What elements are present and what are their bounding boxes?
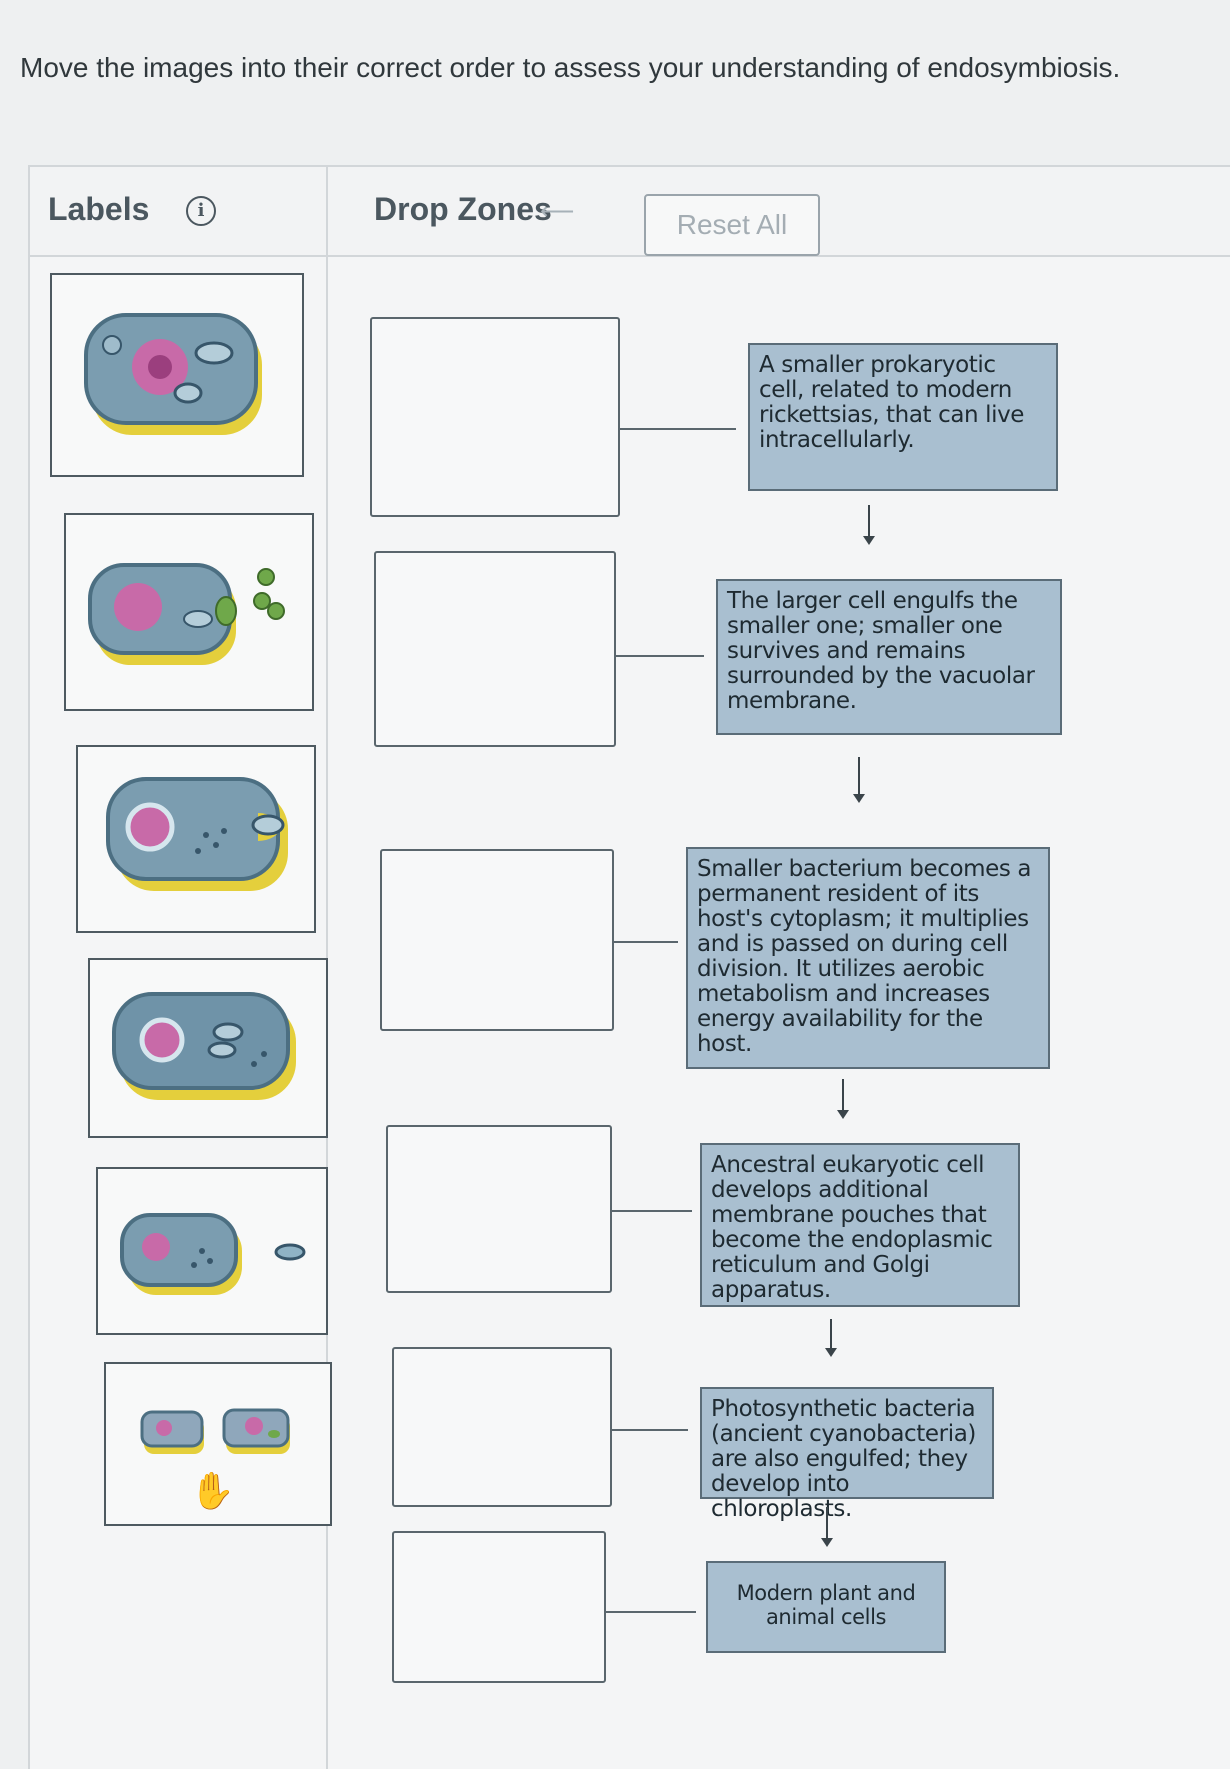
reset-all-button[interactable]: Reset All — [644, 194, 820, 256]
drop-zone-1[interactable] — [370, 317, 620, 517]
arrow-down-icon — [863, 505, 875, 545]
undo-icon[interactable]: ⟵ — [540, 198, 575, 225]
description-box-4: Ancestral eukaryotic cell develops addit… — [700, 1143, 1020, 1307]
connector-line-2 — [614, 655, 704, 657]
label-card-1[interactable] — [50, 273, 304, 477]
description-box-2: The larger cell engulfs the smaller one;… — [716, 579, 1062, 735]
arrow-down-icon — [821, 1507, 833, 1547]
cell-with-mitochondrion-and-vacuole-image — [84, 313, 262, 435]
drop-zones-column: Drop Zones ⟵ Reset All — [328, 167, 1230, 1769]
cell-engulfing-cyanobacteria-image — [88, 563, 285, 665]
connector-line-5 — [610, 1429, 688, 1431]
drop-zones-title: Drop Zones — [374, 191, 552, 227]
arrow-down-icon — [825, 1319, 837, 1357]
labels-title: Labels — [48, 191, 150, 227]
info-icon[interactable]: i — [186, 196, 216, 226]
label-card-2[interactable] — [64, 513, 314, 711]
labels-column: Labels i — [30, 167, 332, 1769]
two-modern-cells-image — [140, 1408, 290, 1454]
description-box-1: A smaller prokaryotic cell, related to m… — [748, 343, 1058, 491]
connector-line-3 — [612, 941, 678, 943]
activity-panel: Labels i — [28, 165, 1230, 1769]
label-card-4[interactable] — [88, 958, 328, 1138]
label-card-5[interactable] — [96, 1167, 328, 1335]
connector-line-6 — [604, 1611, 696, 1613]
description-box-6: Modern plant and animal cells — [706, 1561, 946, 1653]
drop-zone-4[interactable] — [386, 1125, 612, 1293]
drop-zone-5[interactable] — [392, 1347, 612, 1507]
description-box-3: Smaller bacterium becomes a permanent re… — [686, 847, 1050, 1069]
drop-zone-6[interactable] — [392, 1531, 606, 1683]
connector-line-1 — [618, 428, 736, 430]
label-card-3[interactable] — [76, 745, 316, 933]
drop-zones-header: Drop Zones ⟵ Reset All — [328, 167, 1230, 257]
arrow-down-icon — [837, 1079, 849, 1119]
arrow-down-icon — [853, 757, 865, 803]
labels-header: Labels i — [30, 167, 326, 257]
cell-with-free-bacterium-image — [120, 1213, 306, 1295]
cell-with-engulfed-bacterium-image — [112, 992, 296, 1100]
cell-engulfing-prokaryote-image — [106, 777, 288, 891]
label-card-6[interactable]: ✋ — [104, 1362, 332, 1526]
hand-cursor-icon: ✋ — [190, 1470, 235, 1511]
connector-line-4 — [610, 1210, 692, 1212]
description-box-5: Photosynthetic bacteria (ancient cyanoba… — [700, 1387, 994, 1522]
drop-zone-2[interactable] — [374, 551, 616, 747]
instructions-text: Move the images into their correct order… — [20, 52, 1121, 83]
drop-zone-3[interactable] — [380, 849, 614, 1031]
